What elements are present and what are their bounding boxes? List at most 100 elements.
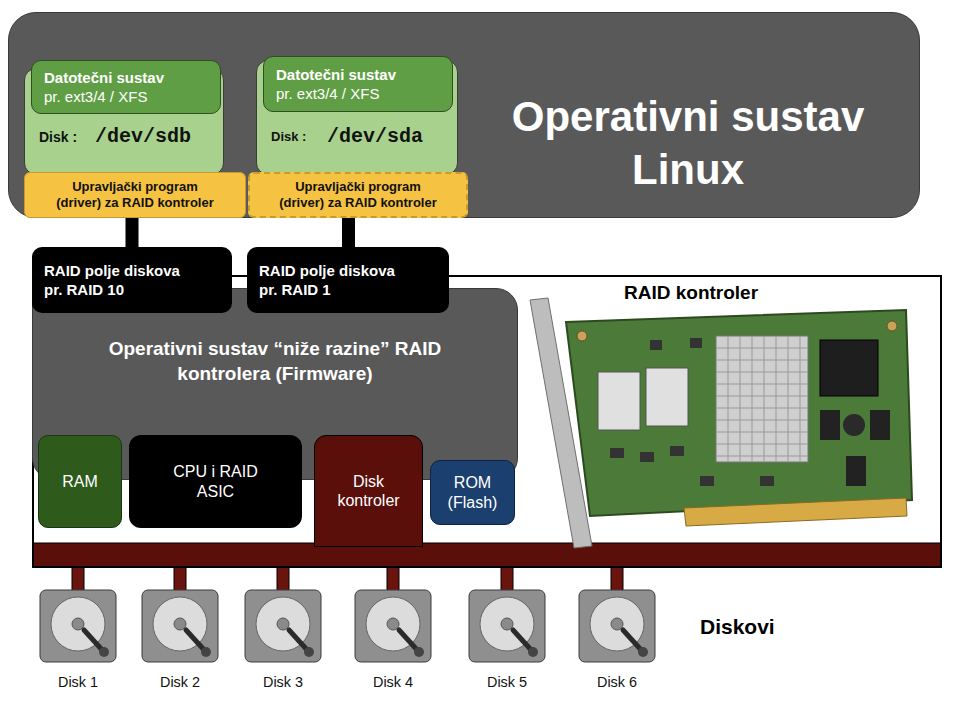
disk-pivot bbox=[638, 647, 648, 657]
hard-disk-icon bbox=[243, 586, 323, 666]
driver-text: Upravljački program (driver) za RAID kon… bbox=[273, 179, 443, 210]
hard-disk-icon bbox=[577, 586, 657, 666]
label-text: Datotečni sustav bbox=[276, 66, 396, 84]
card-pcb bbox=[566, 310, 912, 516]
link-line bbox=[342, 218, 355, 247]
sas-port bbox=[598, 372, 640, 430]
driver-text: Upravljački program (driver) za RAID kon… bbox=[50, 179, 220, 210]
disk-platter bbox=[51, 597, 105, 651]
component-name: RAM bbox=[62, 472, 98, 491]
disk-label: Disk 1 bbox=[28, 674, 128, 691]
filesystem-box: Datotečni sustavpr. ext3/4 / XFS bbox=[263, 56, 453, 112]
ram-box: RAM bbox=[38, 435, 122, 528]
label-text: pr. RAID 1 bbox=[259, 281, 331, 299]
memory-chip bbox=[870, 410, 890, 440]
heatsink-fins bbox=[716, 336, 808, 462]
disk-hub bbox=[174, 618, 186, 630]
disk-drive: Disk 2 bbox=[130, 586, 230, 698]
disk-hub bbox=[611, 618, 623, 630]
bus-bar bbox=[33, 543, 941, 567]
small-component bbox=[760, 476, 774, 486]
memory-chip bbox=[820, 410, 840, 440]
small-component bbox=[670, 446, 684, 456]
card-edge-connector bbox=[684, 498, 907, 526]
disk-casing bbox=[245, 590, 321, 662]
label-text: pr. ext3/4 / XFS bbox=[276, 85, 379, 103]
disk-casing bbox=[40, 590, 116, 662]
mounting-hole bbox=[887, 321, 897, 331]
controller-title: RAID kontroler bbox=[624, 282, 758, 305]
disk-controller-box: Disk kontroler bbox=[314, 435, 423, 547]
raid-array-box: RAID polje diskovapr. RAID 10 bbox=[32, 247, 232, 313]
disk-casing bbox=[469, 590, 545, 662]
device-path: /dev/sda bbox=[327, 125, 423, 149]
component-name: Disk kontroler bbox=[324, 472, 414, 510]
disk-platter bbox=[256, 597, 310, 651]
disk-casing bbox=[142, 590, 218, 662]
disk-casing bbox=[579, 590, 655, 662]
disk-pivot bbox=[99, 647, 109, 657]
label-text: Datotečni sustav bbox=[44, 69, 164, 87]
small-component bbox=[640, 452, 654, 462]
disk-platter bbox=[590, 597, 644, 651]
disk-hub bbox=[387, 618, 399, 630]
raid-controller-box: RAID kontrolerOperativni sustav “niže ra… bbox=[32, 275, 942, 568]
component-name: CPU i RAID ASIC bbox=[166, 462, 266, 500]
small-component bbox=[700, 476, 714, 486]
device-label: Disk : bbox=[271, 129, 306, 145]
disk-label: Disk 5 bbox=[457, 674, 557, 691]
os-panel: Operativni sustav Linux Disk :/dev/sdbDat… bbox=[8, 12, 920, 218]
heatsink bbox=[716, 336, 808, 462]
rom-box: ROM (Flash) bbox=[430, 460, 515, 525]
label-text: pr. RAID 10 bbox=[44, 281, 124, 299]
disk-pivot bbox=[201, 647, 211, 657]
disk-label: Disk 2 bbox=[130, 674, 230, 691]
link-line bbox=[126, 218, 139, 247]
disk-pivot bbox=[414, 647, 424, 657]
capacitor bbox=[843, 414, 865, 436]
label-text: pr. ext3/4 / XFS bbox=[44, 88, 147, 106]
small-component bbox=[690, 338, 702, 348]
processor-chip bbox=[820, 340, 878, 396]
panel-title: Operativni sustav Linux bbox=[463, 91, 913, 196]
driver-box: Upravljački program (driver) za RAID kon… bbox=[248, 172, 468, 218]
hard-disk-icon bbox=[353, 586, 433, 666]
raid-array-box: RAID polje diskovapr. RAID 1 bbox=[247, 247, 449, 313]
disk-label: Disk 3 bbox=[233, 674, 333, 691]
small-component bbox=[610, 448, 624, 458]
hard-disk-icon bbox=[140, 586, 220, 666]
disk-device-box: Disk : /dev/sda Datotečni sustavpr. ext3/4… bbox=[256, 60, 458, 175]
disk-casing bbox=[355, 590, 431, 662]
driver-box: Upravljački program (driver) za RAID kon… bbox=[24, 172, 246, 218]
disk-platter bbox=[480, 597, 534, 651]
firmware-text: Operativni sustav “niže razine” RAID kon… bbox=[95, 337, 455, 386]
group-label: Diskovi bbox=[700, 614, 775, 639]
memory-chip bbox=[846, 456, 866, 486]
disk-platter bbox=[366, 597, 420, 651]
disk-hub bbox=[72, 618, 84, 630]
disk-drive: Disk 6 bbox=[567, 586, 667, 698]
mounting-hole bbox=[577, 331, 587, 341]
disk-drive: Disk 3 bbox=[233, 586, 333, 698]
disk-label: Disk 6 bbox=[567, 674, 667, 691]
disk-device-box: Disk :/dev/sdbDatotečni sustavpr. ext3/4… bbox=[24, 68, 224, 175]
disk-platter bbox=[153, 597, 207, 651]
filesystem-box: Datotečni sustavpr. ext3/4 / XFS bbox=[31, 60, 221, 114]
disk-drive: Disk 1 bbox=[28, 586, 128, 698]
component-name: ROM (Flash) bbox=[438, 473, 508, 511]
sas-port bbox=[646, 368, 688, 426]
disk-hub bbox=[501, 618, 513, 630]
small-component bbox=[650, 340, 662, 350]
disk-drive: Disk 5 bbox=[457, 586, 557, 698]
label-text: RAID polje diskova bbox=[44, 262, 180, 280]
device-label: Disk : bbox=[39, 129, 77, 146]
cpu-box: CPU i RAID ASIC bbox=[129, 435, 302, 528]
disk-pivot bbox=[304, 647, 314, 657]
hard-disk-icon bbox=[467, 586, 547, 666]
disk-label: Disk 4 bbox=[343, 674, 443, 691]
disk-pivot bbox=[528, 647, 538, 657]
raid-card-picture bbox=[530, 298, 912, 548]
disk-drive: Disk 4 bbox=[343, 586, 443, 698]
disk-hub bbox=[277, 618, 289, 630]
hard-disk-icon bbox=[38, 586, 118, 666]
